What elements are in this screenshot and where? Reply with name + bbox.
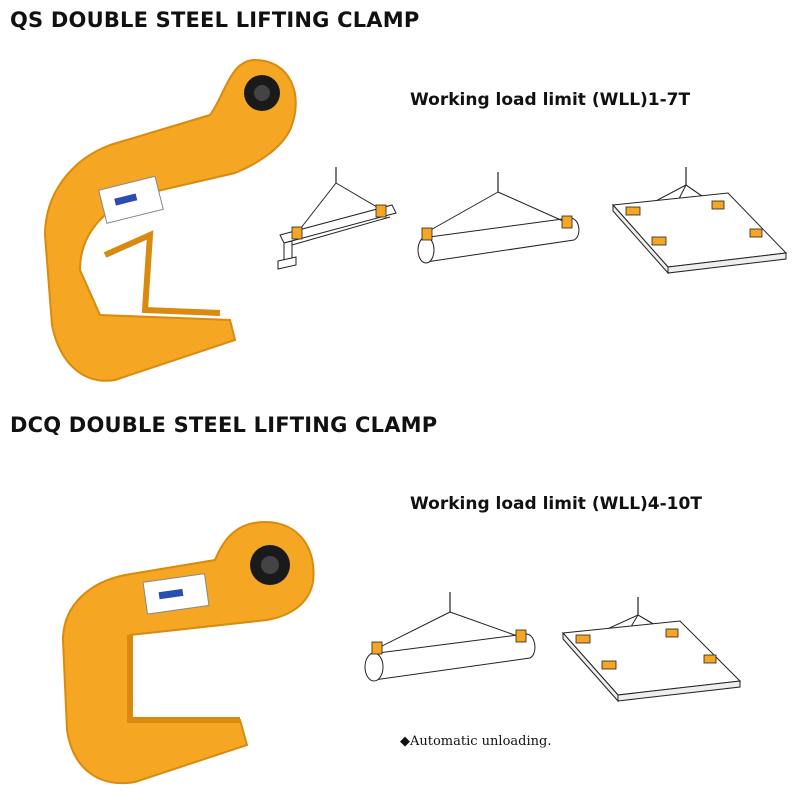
pipe-lift-icon (417, 172, 580, 264)
qs-clamp-title: QS DOUBLE STEEL LIFTING CLAMP (10, 8, 420, 32)
automatic-unloading-note: ◆Automatic unloading. (400, 734, 551, 749)
i-beam-lift-icon (277, 167, 397, 270)
dcq-clamp-image (61, 520, 315, 785)
plate-lift-icon (611, 167, 788, 275)
diamond-bullet-icon: ◆ (400, 734, 410, 749)
qs-clamp-image (43, 58, 297, 382)
dcq-clamp-title: DCQ DOUBLE STEEL LIFTING CLAMP (10, 413, 438, 437)
note-text: Automatic unloading. (410, 734, 552, 749)
plate-lift-icon (561, 597, 742, 703)
qs-wll-label: Working load limit (WLL)1-7T (410, 90, 691, 110)
pipe-lift-icon (364, 592, 536, 682)
dcq-wll-label: Working load limit (WLL)4-10T (410, 494, 702, 514)
